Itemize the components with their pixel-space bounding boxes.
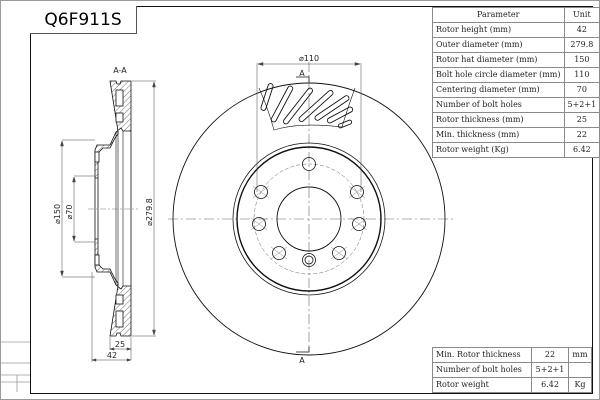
vent-slots — [260, 83, 354, 129]
param-value: 25 — [563, 112, 600, 128]
section-dimensions — [60, 80, 156, 362]
bolt-circle — [253, 163, 365, 275]
summary-value: 5+2+1 — [531, 362, 569, 378]
param-label: Bolt hole circle diameter (mm) — [432, 67, 565, 83]
section-label: A-A — [113, 66, 127, 75]
table-row: Rotor hat diameter (mm) 150 — [432, 52, 600, 68]
hat-outer-ring — [232, 142, 386, 296]
bolt-hole — [350, 185, 364, 199]
spec-table-header: Parameter Unit — [432, 7, 600, 23]
table-row: Min. thickness (mm) 22 — [432, 127, 600, 143]
param-label: Rotor hat diameter (mm) — [432, 52, 565, 68]
summary-label: Min. Rotor thickness — [432, 347, 532, 363]
param-value: 110 — [563, 67, 600, 83]
disc-front-view — [168, 62, 455, 356]
param-value: 5+2+1 — [563, 97, 600, 113]
table-row: Rotor height (mm) 42 — [432, 22, 600, 38]
summary-unit: mm — [568, 347, 592, 363]
param-value: 279.8 — [563, 37, 600, 53]
center-bore — [276, 186, 342, 252]
bolt-hole — [332, 246, 346, 260]
param-label: Centering diameter (mm) — [432, 82, 565, 98]
table-row: Rotor weight 6.42 Kg — [432, 377, 592, 393]
locating-hole — [302, 253, 316, 267]
table-row: Bolt hole circle diameter (mm) 110 — [432, 67, 600, 83]
section-marker-top: A — [299, 69, 305, 78]
section-marker-bottom: A — [299, 356, 305, 365]
part-number-title: Q6F911S — [30, 6, 137, 34]
spec-table: Parameter Unit Rotor height (mm) 42 Oute… — [432, 7, 600, 158]
summary-table: Min. Rotor thickness 22 mm Number of bol… — [432, 347, 592, 393]
title-block-strip — [0, 341, 30, 392]
bolt-circle-dimension — [256, 62, 362, 192]
hat-inner-ring — [236, 146, 382, 292]
section-view — [88, 80, 138, 337]
outer-diameter-circle — [172, 82, 446, 356]
vent-cutaway-outline — [258, 87, 356, 131]
table-row: Number of bolt holes 5+2+1 — [432, 362, 592, 378]
centering-diameter-dim-label: ⌀70 — [65, 205, 74, 220]
table-row: Outer diameter (mm) 279.8 — [432, 37, 600, 53]
param-value: 6.42 — [563, 142, 600, 158]
param-value: 22 — [563, 127, 600, 143]
bolt-hole — [352, 217, 366, 231]
hat-diameter-dim-label: ⌀150 — [53, 204, 62, 224]
summary-unit: Kg — [568, 377, 592, 393]
summary-value: 22 — [531, 347, 569, 363]
param-value: 42 — [563, 22, 600, 38]
rotor-height-dim-label: 42 — [107, 351, 117, 360]
locating-hole-inner — [304, 255, 314, 265]
param-value: 150 — [563, 52, 600, 68]
param-label: Rotor height (mm) — [432, 22, 565, 38]
summary-value: 6.42 — [531, 377, 569, 393]
table-row: Min. Rotor thickness 22 mm — [432, 347, 592, 363]
table-row: Rotor weight (Kg) 6.42 — [432, 142, 600, 158]
bolt-circle-dim-label: ⌀110 — [299, 54, 319, 63]
summary-label: Rotor weight — [432, 377, 532, 393]
param-label: Rotor thickness (mm) — [432, 112, 565, 128]
unit-header: Unit — [563, 7, 600, 23]
parameter-header: Parameter — [432, 7, 565, 23]
outer-diameter-dim-label: ⌀279.8 — [145, 198, 154, 226]
summary-unit — [568, 362, 592, 378]
bolt-hole — [252, 217, 266, 231]
param-label: Min. thickness (mm) — [432, 127, 565, 143]
drawing-frame — [30, 6, 593, 394]
section-upper-ring — [94, 80, 132, 179]
bolt-hole — [272, 246, 286, 260]
table-row: Centering diameter (mm) 70 — [432, 82, 600, 98]
param-label: Rotor weight (Kg) — [432, 142, 565, 158]
param-value: 70 — [563, 82, 600, 98]
section-lower-ring — [94, 238, 132, 337]
table-row: Number of bolt holes 5+2+1 — [432, 97, 600, 113]
bolt-hole — [302, 157, 316, 171]
table-row: Rotor thickness (mm) 25 — [432, 112, 600, 128]
summary-label: Number of bolt holes — [432, 362, 532, 378]
rotor-thickness-dim-label: 25 — [115, 340, 125, 349]
bolt-hole — [254, 185, 268, 199]
param-label: Outer diameter (mm) — [432, 37, 565, 53]
param-label: Number of bolt holes — [432, 97, 565, 113]
